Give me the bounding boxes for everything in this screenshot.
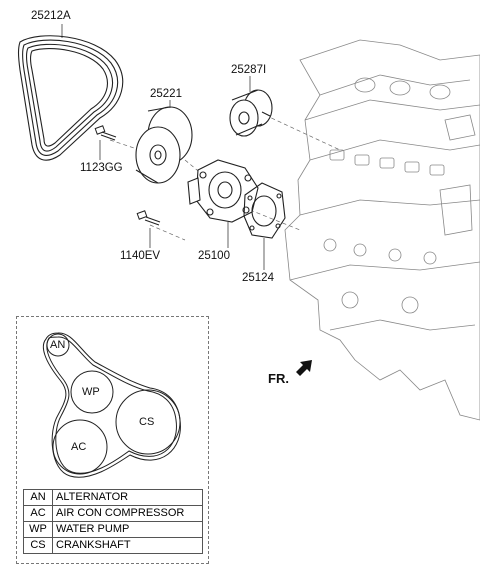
belt-routing	[42, 332, 181, 478]
label-bolt-upper: 1123GG	[80, 162, 123, 174]
assembly-lines	[109, 114, 341, 241]
label-gasket: 25124	[242, 272, 274, 284]
bolt-upper	[94, 125, 117, 141]
tensioner-pulley	[135, 106, 193, 184]
legend-code: AN	[23, 489, 53, 506]
water-pump	[187, 159, 259, 223]
legend-table: AN ALTERNATOR AC AIR CON COMPRESSOR WP W…	[23, 489, 203, 554]
gasket	[243, 182, 286, 239]
label-idler-pulley: 25287I	[231, 64, 267, 76]
idler-pulley	[229, 89, 273, 137]
legend-name: WATER PUMP	[52, 521, 203, 538]
label-belt: 25212A	[31, 10, 71, 22]
legend-code: CS	[23, 537, 53, 554]
pulley-an-label: AN	[50, 339, 66, 351]
legend-code: AC	[23, 505, 53, 522]
pulley-wp-label: WP	[82, 386, 100, 398]
engine-block	[284, 39, 480, 421]
pulley-ac-label: AC	[71, 441, 87, 453]
bolt-lower	[136, 210, 161, 226]
label-water-pump: 25100	[198, 250, 230, 262]
pulley-cs-label: CS	[139, 416, 155, 428]
legend-box	[16, 316, 209, 564]
label-leaders	[61, 24, 265, 270]
direction-label: FR.	[268, 371, 289, 386]
legend-name: AIR CON COMPRESSOR	[52, 505, 203, 522]
legend-code: WP	[23, 521, 53, 538]
legend-row: AN ALTERNATOR	[23, 489, 203, 506]
belt	[17, 35, 124, 161]
legend-row: AC AIR CON COMPRESSOR	[23, 505, 203, 522]
front-arrow-icon	[296, 360, 312, 376]
label-bolt-lower: 1140EV	[120, 250, 161, 262]
legend-row: CS CRANKSHAFT	[23, 537, 203, 554]
legend-name: ALTERNATOR	[52, 489, 203, 506]
legend-row: WP WATER PUMP	[23, 521, 203, 538]
legend-name: CRANKSHAFT	[52, 537, 203, 554]
label-tensioner-pulley: 25221	[150, 88, 182, 100]
